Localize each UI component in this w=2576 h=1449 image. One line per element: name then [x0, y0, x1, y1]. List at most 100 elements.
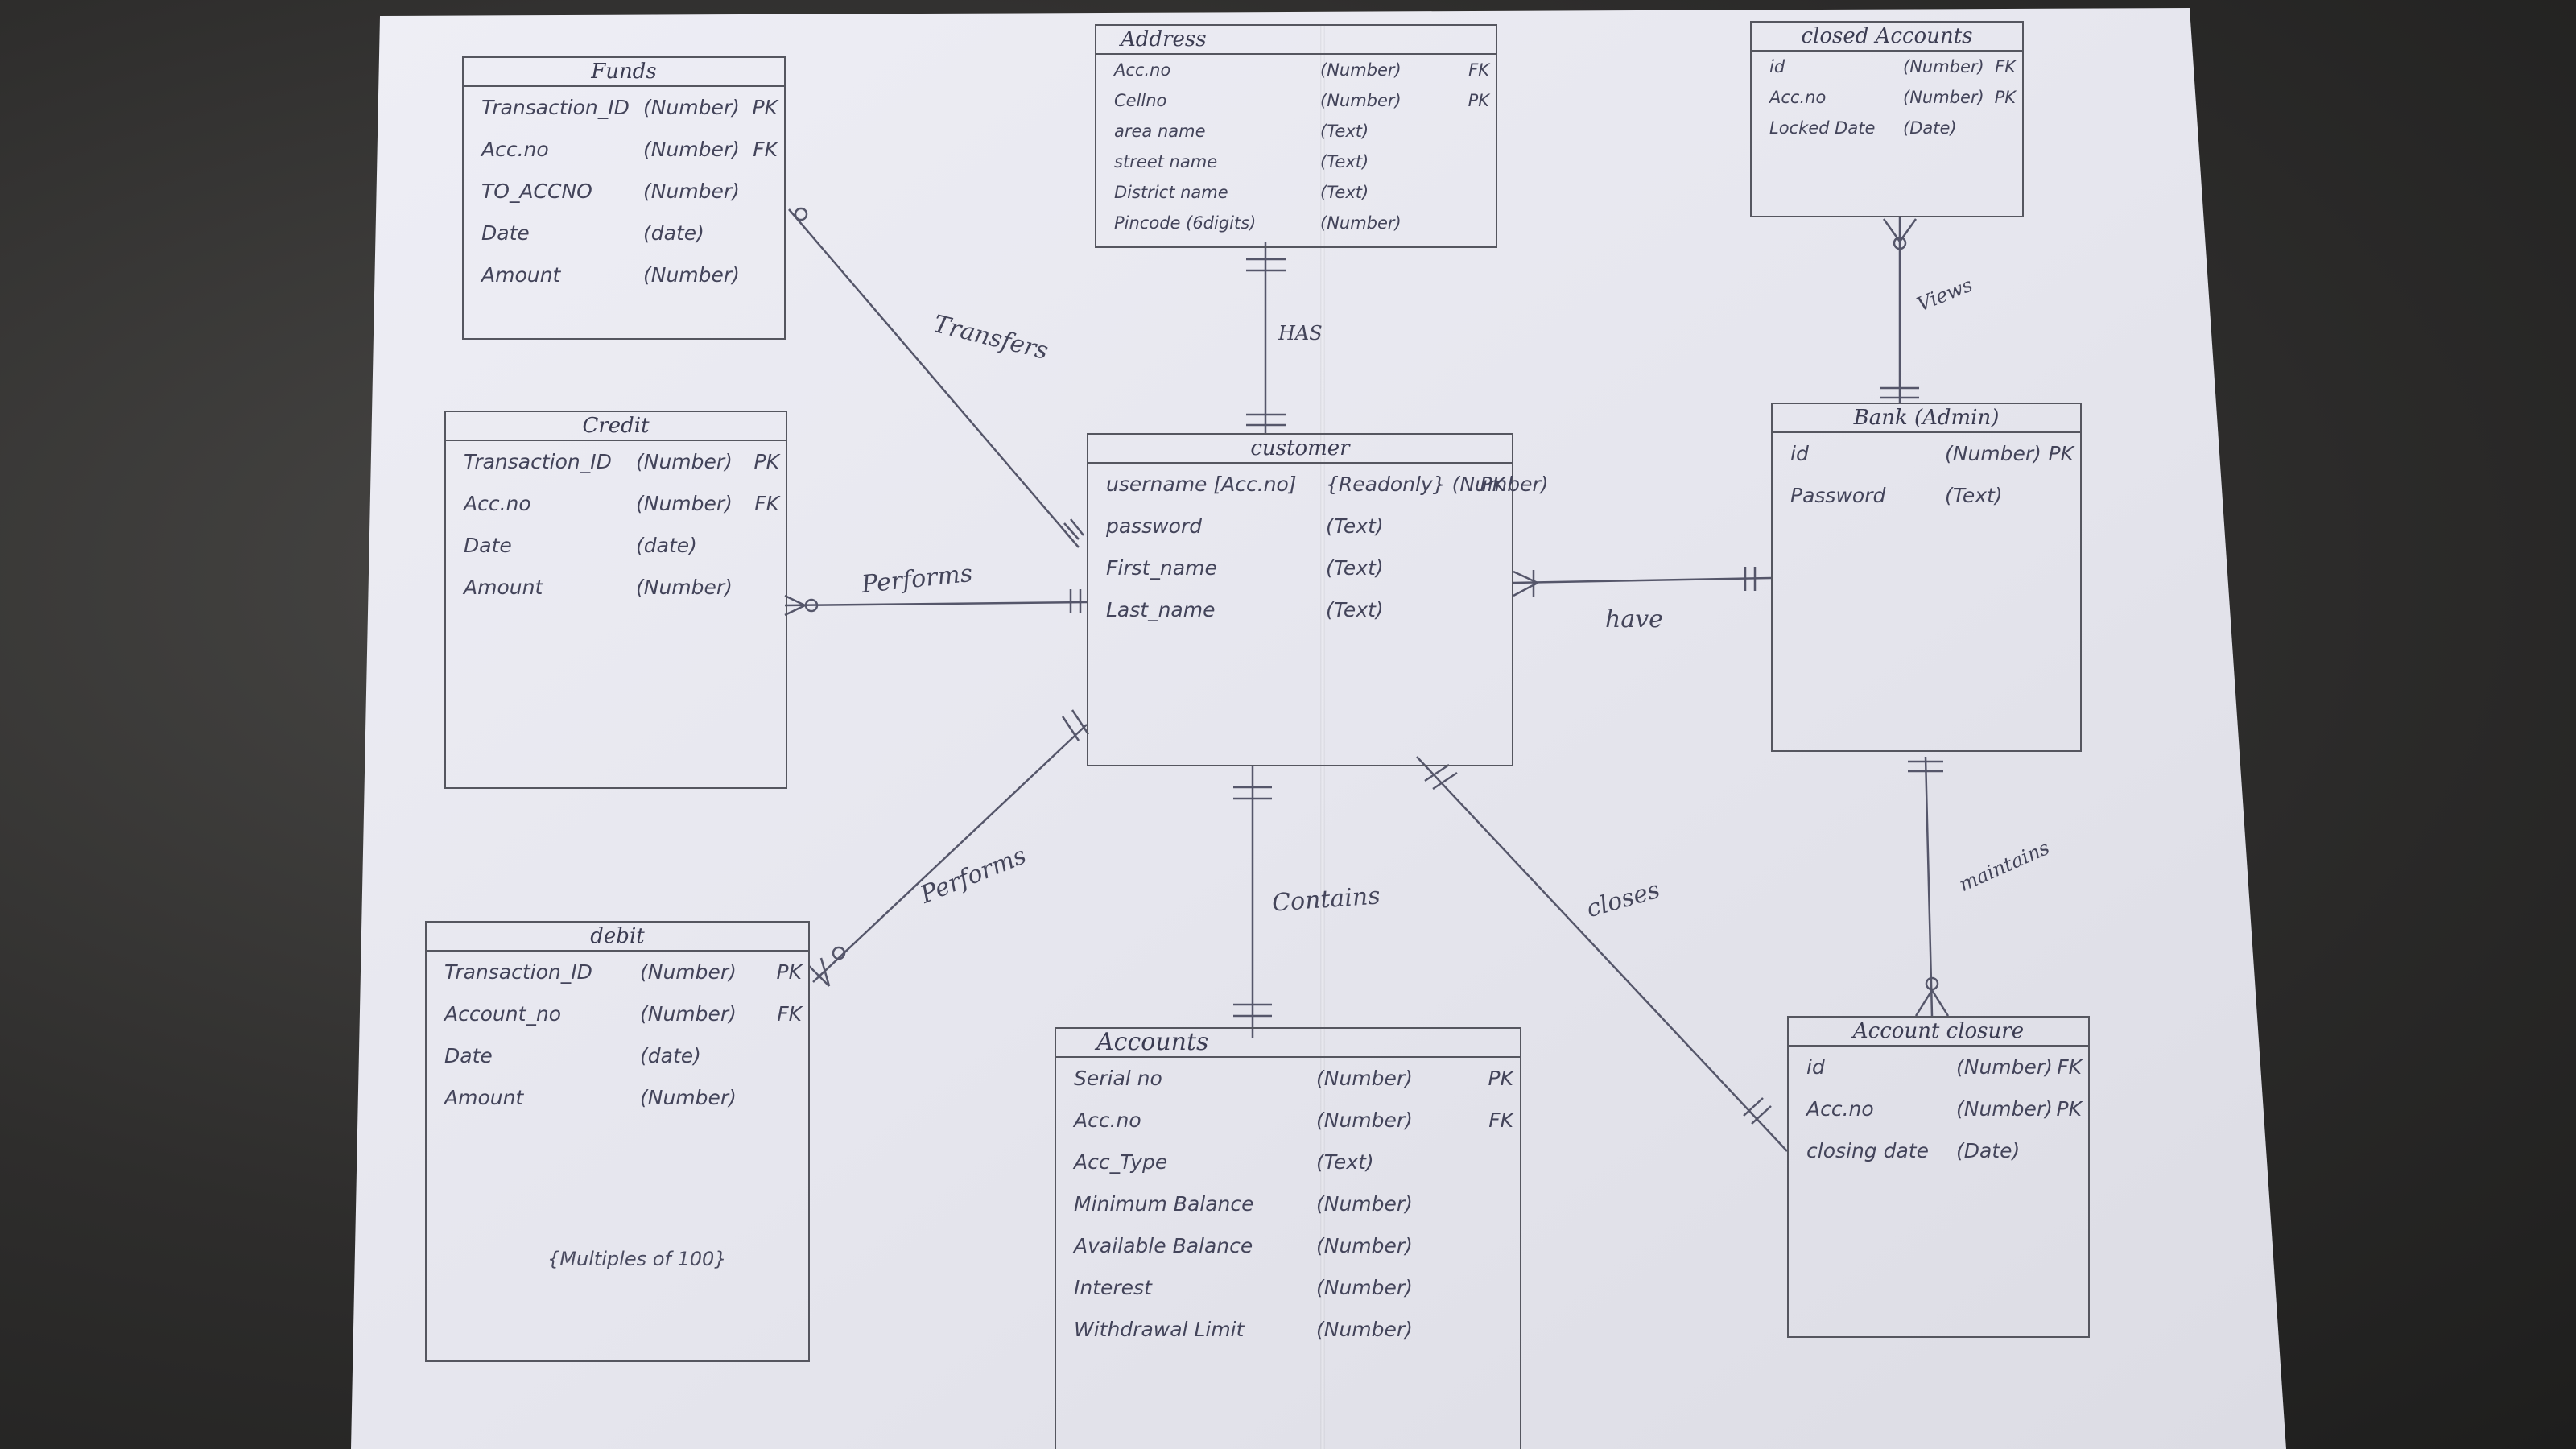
attribute-name: Minimum Balance — [1074, 1192, 1254, 1216]
attribute-name: Date — [481, 221, 530, 245]
attribute-type: (Number) — [1316, 1318, 1413, 1341]
attribute-type: (Number) — [643, 96, 740, 119]
attribute-key: FK — [754, 492, 779, 515]
attribute-key: PK — [2048, 442, 2074, 465]
attribute-type: (date) — [643, 221, 704, 245]
attribute-row: Acc.no (Number) PK — [1752, 82, 2022, 113]
attribute-name: Acc.no — [1806, 1097, 1874, 1121]
attribute-name: Pincode (6digits) — [1114, 213, 1257, 233]
attribute-type: (Number) — [640, 960, 737, 984]
attribute-row: Cellno(Number)PK — [1096, 85, 1496, 116]
attribute-key: PK — [1468, 91, 1489, 110]
entity-title: Accounts — [1056, 1029, 1520, 1058]
attribute-row: Password (Text) — [1773, 475, 2080, 517]
attribute-type: (Text) — [1320, 152, 1369, 171]
attribute-row: Pincode (6digits)(Number) — [1096, 208, 1496, 238]
attribute-type: (date) — [636, 534, 697, 557]
attribute-type: (Number) — [1316, 1067, 1413, 1090]
attribute-name: Password — [1790, 484, 1886, 507]
attribute-type: (Text) — [1945, 484, 2003, 507]
entity-customer: customer username [Acc.no]{Readonly} (Nu… — [1087, 433, 1549, 766]
attribute-row: First_name(Text) — [1088, 547, 1512, 589]
attribute-type: (Number) — [643, 263, 740, 287]
attribute-row: Last_name(Text) — [1088, 589, 1512, 631]
attribute-key: PK — [1994, 88, 2016, 107]
attribute-type: (Number) — [1316, 1234, 1413, 1257]
attribute-row: area name(Text) — [1096, 116, 1496, 147]
debit-amount-note: {Multiples of 100} — [547, 1248, 727, 1270]
attribute-name: District name — [1114, 183, 1228, 202]
attribute-row: Locked Date(Date) — [1752, 113, 2022, 143]
attribute-row: Minimum Balance (Number) — [1056, 1183, 1520, 1225]
attribute-type: (Number) — [1320, 60, 1402, 80]
attribute-row: Serial no(Number)PK — [1056, 1058, 1520, 1100]
attribute-type: (Number) — [1903, 57, 1984, 76]
attribute-row: Date (date) — [446, 525, 786, 567]
attribute-type: (Number) — [636, 450, 733, 473]
attribute-name: Date — [444, 1044, 493, 1067]
attribute-row: Amount(Number) — [446, 567, 786, 609]
attribute-name: Acc.no — [464, 492, 531, 515]
attribute-type: (Number) — [1316, 1192, 1413, 1216]
attribute-key: PK — [1488, 1067, 1513, 1090]
attribute-name: Interest — [1074, 1276, 1152, 1299]
attribute-key: PK — [776, 960, 802, 984]
line-performs-credit — [784, 601, 1088, 607]
attribute-key: FK — [1488, 1108, 1513, 1132]
attribute-type: (Number) — [1903, 88, 1984, 107]
attribute-row: Interest(Number) — [1056, 1267, 1520, 1309]
entity-title: Credit — [446, 412, 786, 441]
attribute-name: Date — [464, 534, 512, 557]
attribute-name: Transaction_ID — [444, 960, 592, 984]
line-transfers — [788, 208, 1080, 548]
attribute-type: (Number) — [640, 1002, 737, 1026]
attribute-name: Acc.no — [1114, 60, 1171, 80]
attribute-type: (Number) — [1316, 1108, 1413, 1132]
attribute-name: Transaction_ID — [481, 96, 630, 119]
attribute-key: PK — [2056, 1097, 2082, 1121]
attribute-type: {Readonly} (Number) — [1326, 473, 1549, 496]
attribute-name: Cellno — [1114, 91, 1167, 110]
attribute-name: id — [1806, 1055, 1825, 1079]
attribute-name: TO_ACCNO — [481, 180, 592, 203]
attribute-name: closing date — [1806, 1139, 1929, 1162]
attribute-name: street name — [1114, 152, 1218, 171]
attribute-name: Account_no — [444, 1002, 562, 1026]
attribute-type: (Text) — [1326, 598, 1384, 621]
attribute-type: (date) — [640, 1044, 701, 1067]
attribute-name: id — [1769, 57, 1785, 76]
attribute-row: Amount(Number) — [427, 1077, 808, 1119]
attribute-name: Acc.no — [1769, 88, 1827, 107]
line-maintains — [1924, 756, 1934, 1017]
attribute-name: First_name — [1106, 556, 1217, 580]
attribute-type: (Number) — [640, 1086, 737, 1109]
attribute-row: Date (date) — [427, 1035, 808, 1077]
attribute-row: Transaction_ID (Number) PK — [464, 87, 784, 129]
attribute-type: (Number) — [1945, 442, 2041, 465]
attribute-row: street name (Text) — [1096, 147, 1496, 177]
attribute-row: Date (date) — [464, 213, 784, 254]
attribute-row: closing date (Date) — [1789, 1130, 2088, 1172]
attribute-name: Available Balance — [1074, 1234, 1253, 1257]
attribute-name: Withdrawal Limit — [1074, 1318, 1245, 1341]
attribute-name: Acc.no — [1074, 1108, 1141, 1132]
attribute-row: id(Number)PK — [1773, 433, 2080, 475]
entity-title: Bank (Admin) — [1773, 404, 2080, 433]
attribute-key: PK — [753, 450, 779, 473]
attribute-type: (Text) — [1316, 1150, 1374, 1174]
entity-title: Funds — [464, 58, 784, 87]
attribute-row: Transaction_ID(Number)PK — [446, 441, 786, 483]
attribute-name: username [Acc.no] — [1106, 473, 1297, 496]
attribute-name: Amount — [464, 576, 543, 599]
attribute-type: (Date) — [1956, 1139, 2021, 1162]
attribute-key: PK — [752, 96, 778, 119]
line-performs-debit — [812, 724, 1088, 983]
attribute-row: username [Acc.no]{Readonly} (Number)PK — [1088, 464, 1549, 506]
